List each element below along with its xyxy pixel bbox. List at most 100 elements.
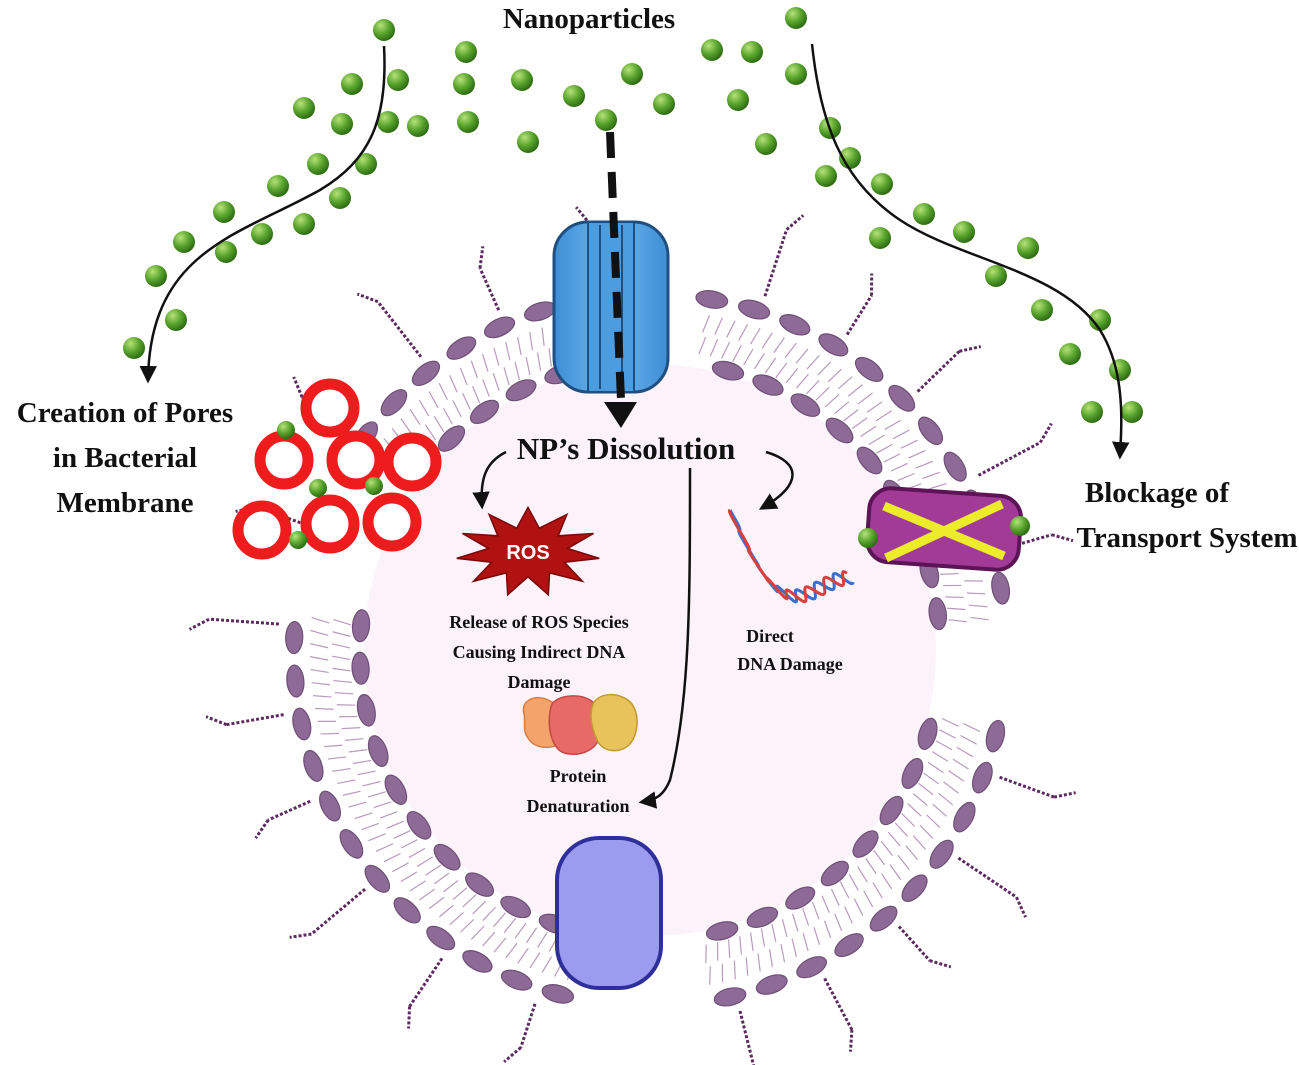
lipid-tail (367, 791, 386, 798)
lipid-head (437, 425, 466, 452)
lipid-tail (773, 337, 785, 354)
lipid-tail (698, 336, 707, 355)
lps-branch (254, 819, 270, 839)
lipid-head (879, 795, 904, 826)
porin-channel-icon (555, 836, 663, 990)
lipid-tail (525, 927, 538, 944)
lps-chain (845, 294, 873, 336)
lipid-tail (425, 864, 442, 876)
lipid-tail (357, 770, 376, 776)
lipid-head (484, 316, 516, 339)
lipid-tail (827, 368, 842, 383)
lipid-tail (865, 858, 877, 874)
nanoparticle-icon (871, 173, 893, 195)
lipid-tail (922, 471, 941, 479)
lipid-tail (342, 790, 361, 796)
lipid-tail (857, 866, 868, 883)
protein-icon (522, 693, 638, 756)
arrow-icon (139, 45, 386, 384)
nanoparticle-icon (145, 265, 167, 287)
lipid-head (446, 336, 477, 360)
svg-text:Protein: Protein (550, 766, 607, 786)
lipid-head (852, 830, 879, 858)
lipid-head (500, 969, 533, 991)
lipid-tail (482, 906, 496, 922)
svg-text:Denaturation: Denaturation (527, 796, 630, 816)
lipid-tail (449, 912, 464, 926)
lps-chain (208, 617, 280, 626)
nanoparticles-label: Nanoparticles (503, 3, 675, 35)
nanoparticle-icon (455, 41, 477, 63)
pore-icon (362, 492, 422, 552)
lps-chain (823, 977, 854, 1031)
lipid-tail (433, 416, 445, 433)
nanoparticle-icon (309, 479, 327, 497)
lipid-head (393, 897, 421, 924)
lipid-tail (442, 407, 453, 425)
nanoparticle-icon (377, 111, 399, 133)
lipid-tail (908, 450, 926, 459)
nanoparticle-icon (277, 421, 295, 439)
nanoparticle-icon (1109, 359, 1131, 381)
lipid-tail (968, 604, 988, 608)
lipid-tail (310, 629, 329, 636)
svg-text:Causing Indirect DNA: Causing Indirect DNA (453, 642, 626, 662)
lipid-tail (320, 732, 339, 735)
lipid-tail (863, 890, 874, 908)
lipid-tail (348, 801, 367, 808)
lipid-tail (537, 931, 548, 948)
lipid-tail (947, 607, 966, 611)
lipid-tail (872, 882, 883, 899)
lipid-tail (860, 425, 877, 437)
lps-branch (1038, 422, 1053, 444)
lipid-tail (331, 655, 351, 661)
lipid-tail (373, 801, 392, 809)
lipid-head (711, 360, 745, 381)
nanoparticle-icon (785, 63, 807, 85)
lipid-tail (332, 767, 351, 772)
svg-text:Blockage of: Blockage of (1085, 477, 1230, 509)
lipid-tail (815, 386, 830, 401)
nanoparticle-icon (741, 41, 763, 63)
lipid-tail (883, 453, 901, 463)
lipid-head (411, 360, 441, 386)
lps-chain (763, 229, 789, 297)
lipid-heads-layer (285, 289, 1011, 1007)
lipid-tail (928, 482, 947, 490)
lipid-tail (434, 872, 450, 885)
lipid-tail (438, 382, 448, 401)
nanoparticle-icon (373, 19, 395, 41)
lipid-tail (428, 896, 445, 910)
lipid-head (928, 597, 947, 631)
lps-branch (929, 959, 952, 969)
lipid-head (779, 314, 811, 336)
lipid-tail (853, 898, 864, 916)
lipid-tail (940, 572, 959, 575)
lipid-tail (956, 746, 974, 758)
lipid-tail (327, 756, 347, 760)
arrow-icon (638, 467, 692, 809)
lipid-tail (750, 932, 754, 951)
lipid-tail (310, 669, 329, 674)
lipid-head (384, 774, 408, 805)
lipid-tail (791, 938, 798, 957)
lps-chain (999, 775, 1055, 799)
lipid-tail (739, 936, 743, 955)
lipid-head (888, 384, 916, 412)
lipid-tail (452, 887, 468, 901)
lipid-tail (881, 873, 893, 890)
lipid-tail (970, 616, 989, 621)
lipid-tail (536, 352, 542, 371)
lps-chain (738, 1010, 756, 1065)
lipid-tail (400, 839, 418, 849)
lipid-tail (757, 953, 761, 972)
lipid-head (818, 333, 849, 357)
lipid-tail (795, 373, 809, 389)
lipid-tail (348, 749, 368, 753)
lipid-tail (726, 320, 736, 338)
lipid-head (286, 664, 305, 698)
lipid-tail (418, 399, 430, 417)
lipid-tail (709, 966, 711, 985)
lipid-tail (764, 357, 777, 374)
